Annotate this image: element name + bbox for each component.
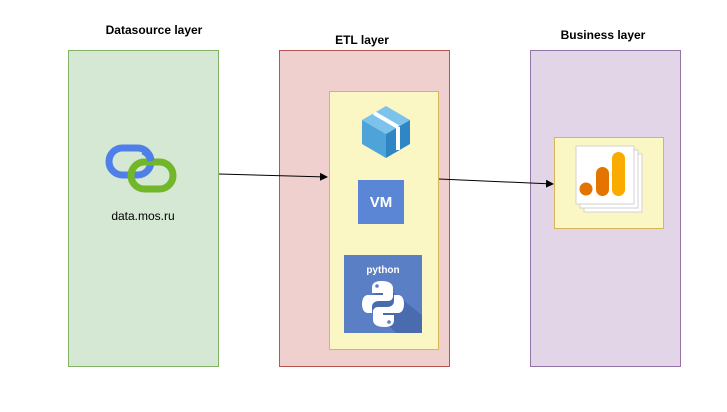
python-logo-icon: python bbox=[344, 255, 422, 333]
etl-layer-title: ETL layer bbox=[335, 33, 389, 47]
datasource-item-label: data.mos.ru bbox=[111, 209, 175, 223]
python-snakes-icon bbox=[362, 281, 404, 327]
datasource-layer-lane bbox=[68, 50, 219, 367]
vm-label: VM bbox=[369, 193, 393, 211]
business-layer-title: Business layer bbox=[560, 28, 646, 42]
datasource-layer-title: Datasource layer bbox=[105, 23, 203, 37]
python-label: python bbox=[366, 265, 400, 276]
vm-icon: VM bbox=[358, 180, 404, 224]
business-tool-container bbox=[554, 137, 664, 229]
